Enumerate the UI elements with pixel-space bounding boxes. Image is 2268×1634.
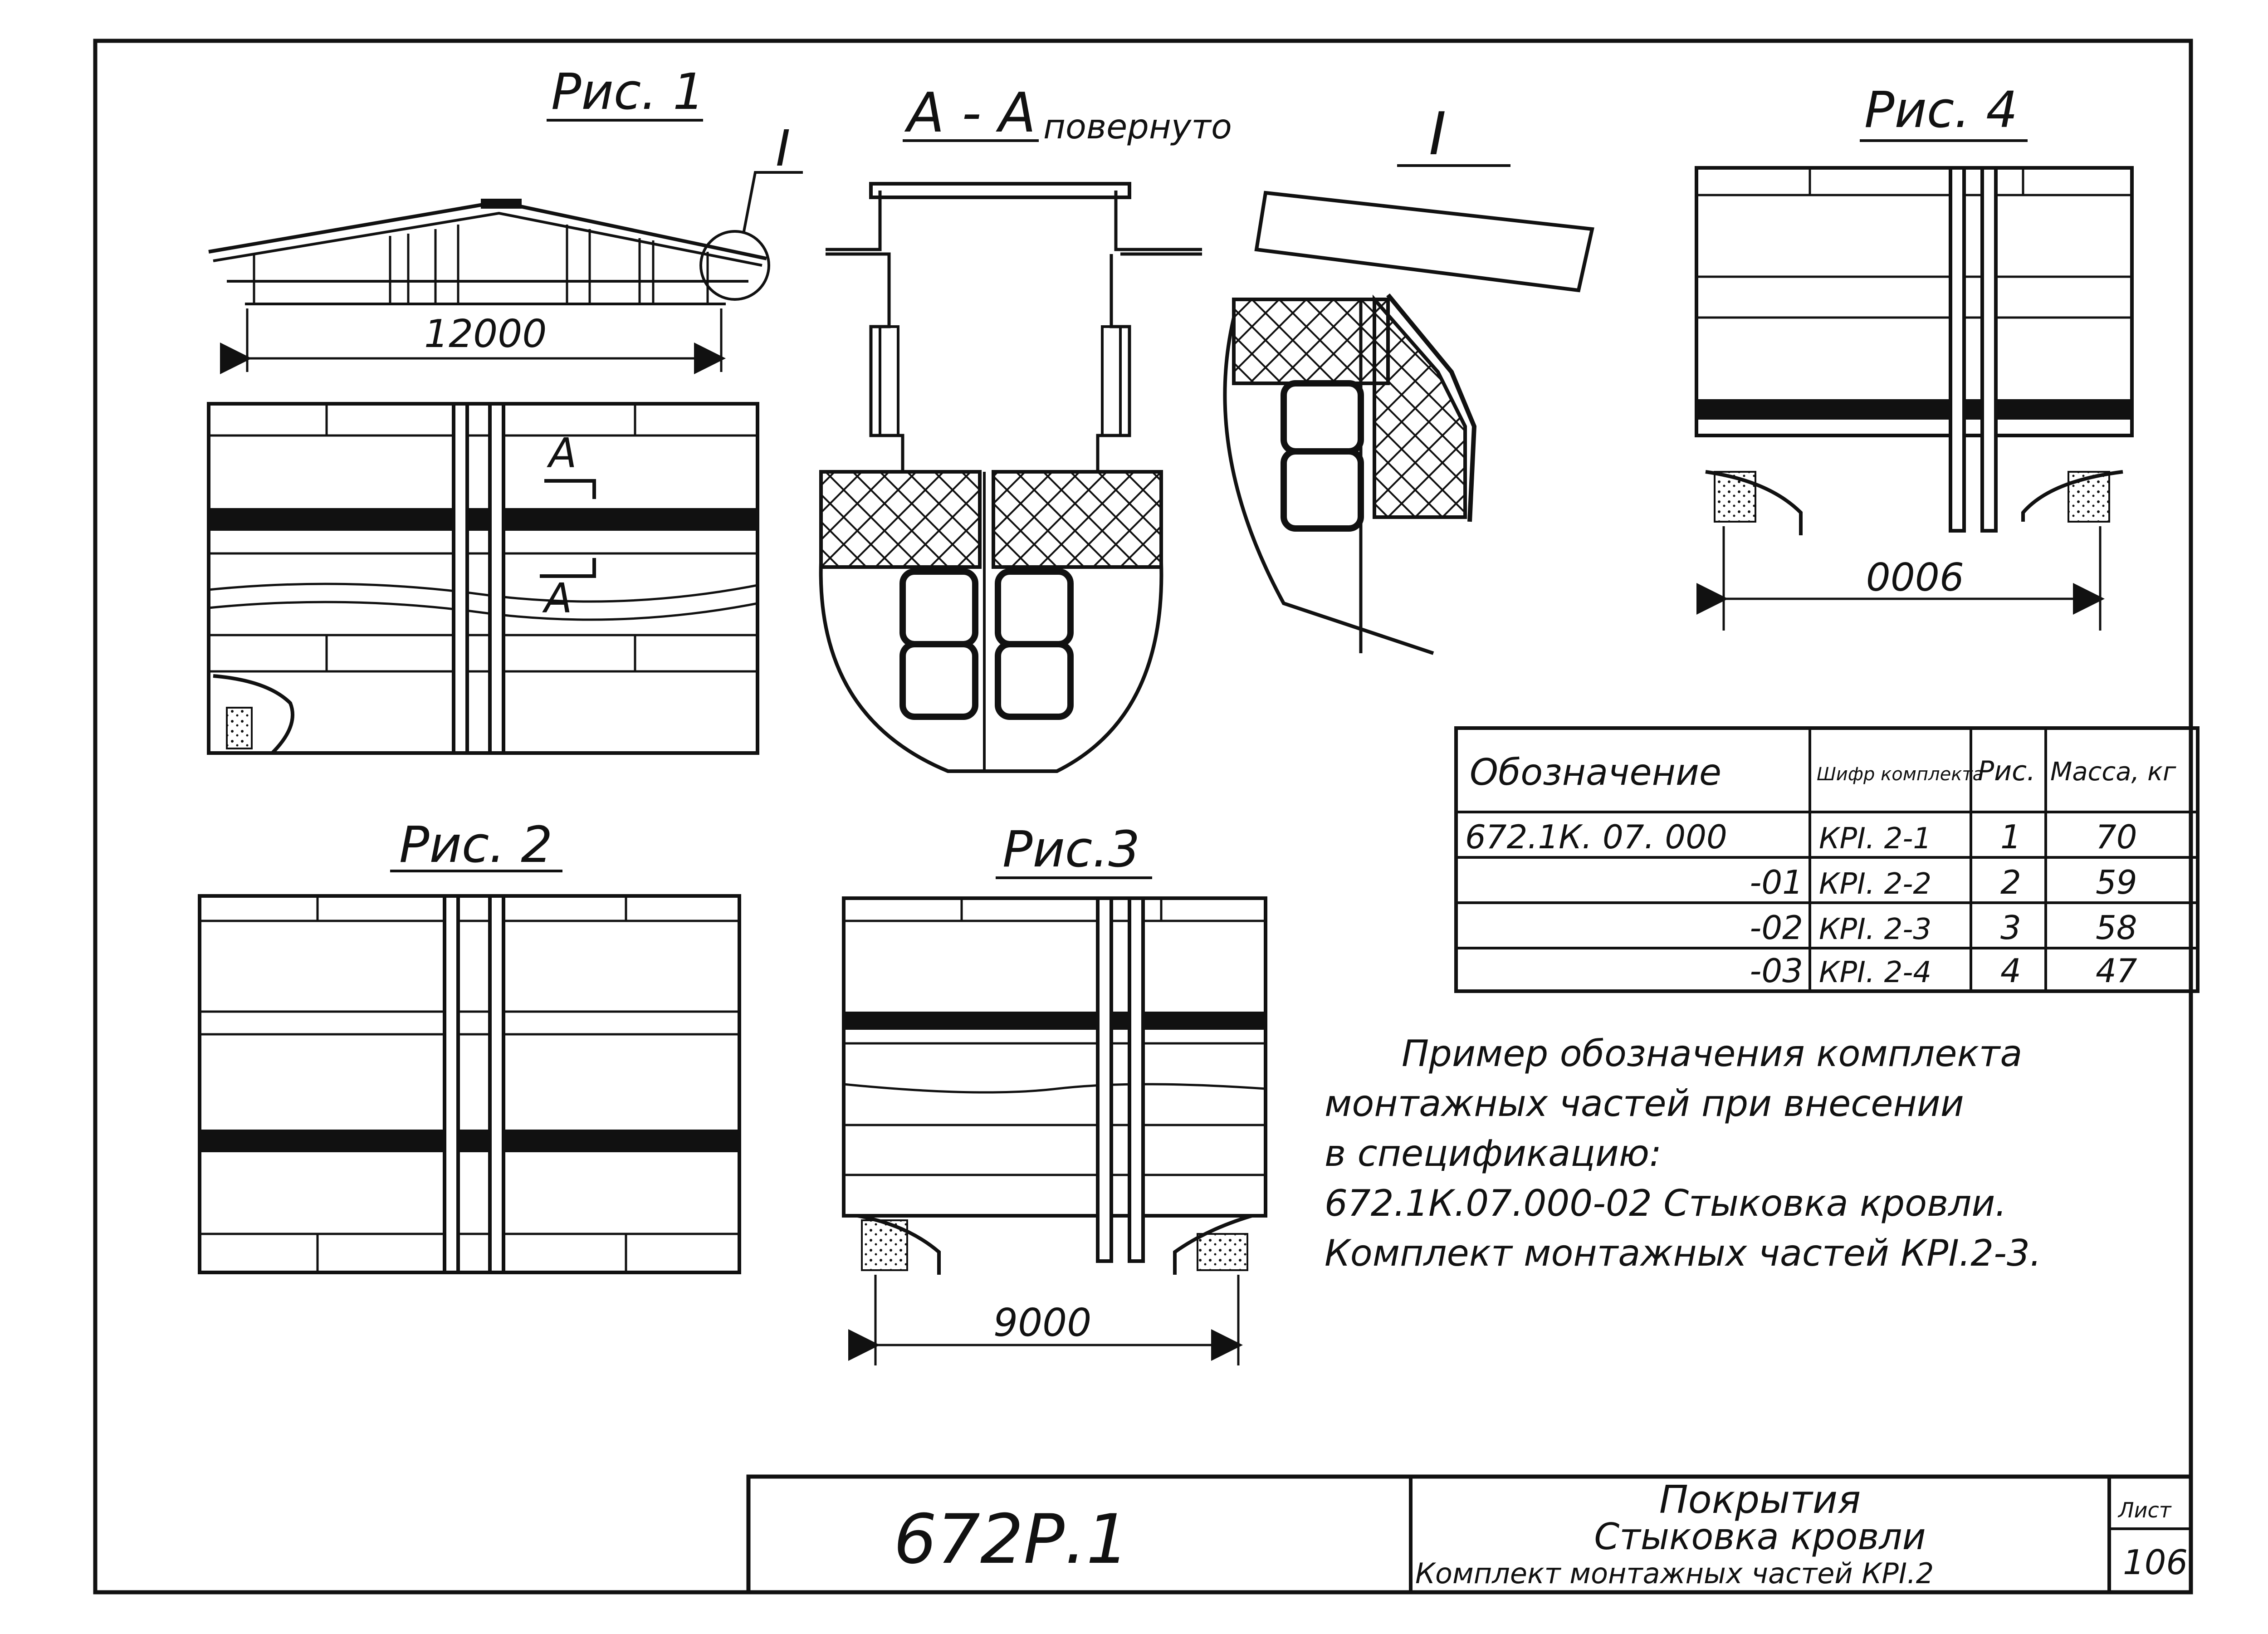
table-row-2-mass: 59: [2096, 863, 2137, 901]
figure-3-dimension: 9000: [993, 1301, 1091, 1345]
table-header-code: Шифр комплекта: [1817, 764, 1984, 785]
table-header-designation: Обозначение: [1470, 751, 1721, 793]
title-line-3: Комплект монтажных частей КРI.2: [1415, 1557, 1934, 1590]
section-a-a-title: А - А: [904, 82, 1036, 145]
table-row-2-code: КРI. 2-2: [1819, 867, 1931, 901]
example-note-line-5: Комплект монтажных частей КРI.2-3.: [1325, 1232, 2041, 1274]
figure-2-title: Рис. 2: [399, 816, 552, 874]
table-row-4-figure: 4: [2000, 952, 2021, 990]
table-row-1-code: КРI. 2-1: [1819, 822, 1931, 856]
title-line-1: Покрытия: [1659, 1477, 1861, 1522]
table-row-1-mass: 70: [2096, 818, 2137, 856]
table-row-3-designation: -02: [1750, 909, 1803, 947]
figure-3-title: Рис.3: [1002, 820, 1140, 878]
table-row-2-designation: -01: [1750, 863, 1803, 901]
example-note-line-3: в спецификацию:: [1325, 1132, 1662, 1174]
detail-i-title: I: [1429, 99, 1446, 168]
figure-1: Рис. 1 I 12000: [207, 63, 803, 755]
spec-table: Обозначение Шифр комплекта Рис. Масса, к…: [1454, 726, 2200, 993]
figure-4-title: Рис. 4: [1864, 81, 2018, 139]
table-row-4-designation: -03: [1750, 952, 1803, 990]
title-block: 672Р.1 Покрытия Стыковка кровли Комплект…: [746, 1474, 2193, 1595]
figure-2: Рис. 2: [198, 816, 741, 1274]
detail-callout-mark: I: [776, 119, 790, 177]
figure-4-dimension: 9000: [1866, 553, 1964, 598]
table-row-3-mass: 58: [2096, 909, 2137, 947]
example-note-line-1: Пример обозначения комплекта: [1402, 1032, 2022, 1075]
detail-i: I: [1223, 99, 1594, 655]
figure-3: Рис.3 9000: [842, 820, 1267, 1365]
example-note: Пример обозначения комплекта монтажных ч…: [1325, 1032, 2041, 1274]
figure-1-title: Рис. 1: [551, 63, 704, 121]
figure-1-elevation: I 12000: [208, 119, 803, 374]
detail-callout-circle: [699, 230, 770, 301]
section-mark-top: А: [547, 430, 577, 477]
sheet-number: 106: [2123, 1542, 2188, 1582]
example-note-line-2: монтажных частей при внесении: [1325, 1082, 1964, 1125]
figure-1-plan: А А: [207, 402, 759, 755]
table-row-1-designation: 672.1К. 07. 000: [1465, 818, 1727, 856]
table-row-4-mass: 47: [2096, 952, 2137, 990]
figure-1-dimension: 12000: [424, 312, 547, 357]
table-header-figure: Рис.: [1978, 755, 2035, 787]
sheet-label: Лист: [2117, 1498, 2172, 1522]
table-row-3-code: КРI. 2-3: [1819, 913, 1931, 946]
example-note-line-4: 672.1К.07.000-02 Стыковка кровли.: [1325, 1182, 2007, 1224]
figure-4: Рис. 4 9000: [1695, 81, 2134, 631]
table-row-4-code: КРI. 2-4: [1819, 956, 1931, 989]
section-mark-bottom: А: [542, 575, 572, 622]
table-row-3-figure: 3: [2000, 909, 2021, 947]
section-a-a: А - А повернуто: [819, 82, 1232, 773]
section-a-a-note: повернуто: [1043, 107, 1232, 147]
table-row-2-figure: 2: [2000, 863, 2021, 901]
document-code: 672Р.1: [894, 1500, 1129, 1579]
table-row-1-figure: 1: [2000, 818, 2021, 856]
table-header-mass: Масса, кг: [2050, 757, 2176, 787]
title-line-2: Стыковка кровли: [1594, 1516, 1926, 1558]
